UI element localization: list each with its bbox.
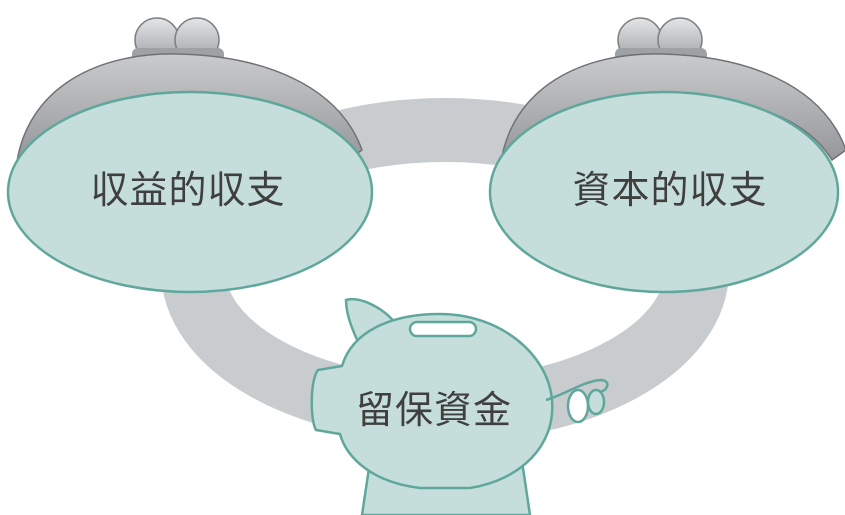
piggy-bank-body: [310, 312, 554, 490]
right-purse-label: 資本的収支: [572, 168, 768, 212]
left-purse: [6, 17, 374, 294]
left-purse-body: [6, 90, 374, 294]
piggy-bank: [310, 297, 609, 515]
right-purse: [488, 17, 845, 294]
left-purse-label: 収益的収支: [90, 168, 286, 212]
piggy-bank-coin-slot: [408, 320, 478, 338]
right-purse-body: [488, 90, 840, 294]
piggy-bank-label: 留保資金: [355, 388, 513, 432]
piggy-bank-tail: [545, 378, 609, 424]
